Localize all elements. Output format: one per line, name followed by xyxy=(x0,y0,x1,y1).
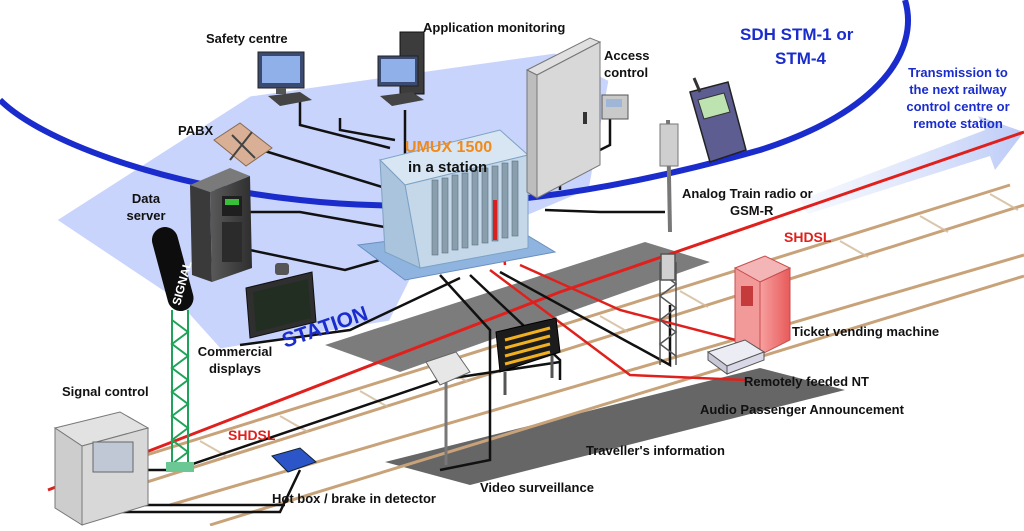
hot-box-label: Hot box / brake in detector xyxy=(272,491,436,506)
video-surveillance-camera xyxy=(425,351,471,465)
audio-announcement-label: Audio Passenger Announcement xyxy=(700,402,905,417)
safety-centre-label: Safety centre xyxy=(206,31,288,46)
transmission-label-line3: control centre or xyxy=(906,99,1009,114)
sdh-label-line2: STM-4 xyxy=(775,49,827,68)
commercial-displays-label-line2: displays xyxy=(209,361,261,376)
signal-control-cabinet xyxy=(53,411,150,526)
shdsl-label-right: SHDSL xyxy=(784,229,832,245)
pabx-label: PABX xyxy=(178,123,213,138)
cabling xyxy=(93,100,672,514)
data-server-rack xyxy=(190,168,252,282)
commercial-display-screen xyxy=(245,263,317,339)
shdsl-label-left: SHDSL xyxy=(228,427,276,443)
radio-tower xyxy=(658,253,678,365)
data-server-label-line1: Data xyxy=(132,191,161,206)
sdh-label-line1: SDH STM-1 or xyxy=(740,25,854,44)
umux-title: UMUX 1500 xyxy=(405,139,492,156)
safety-centre-workstation xyxy=(257,51,312,106)
access-control-label-line2: control xyxy=(604,65,648,80)
platform-lower xyxy=(385,368,845,485)
mobile-phone-icon xyxy=(689,77,747,163)
data-server-label-line2: server xyxy=(126,208,165,223)
analog-radio-label-line2: GSM-R xyxy=(730,203,774,218)
access-control-door xyxy=(525,37,629,199)
signal-control-label: Signal control xyxy=(62,384,149,399)
ticket-vending-machine xyxy=(733,255,792,356)
radio-antenna-mast xyxy=(659,119,679,233)
transmission-label-line4: remote station xyxy=(913,116,1003,131)
ticket-vending-label: Ticket vending machine xyxy=(792,324,939,339)
access-control-label-line1: Access xyxy=(604,48,650,63)
remote-nt-device xyxy=(706,339,766,375)
shdsl-line xyxy=(47,130,1024,492)
transmission-label-line2: the next railway xyxy=(909,82,1007,97)
travellers-info-label: Traveller's information xyxy=(586,443,725,458)
application-monitoring-workstation xyxy=(377,31,425,106)
application-monitoring-label: Application monitoring xyxy=(423,20,565,35)
pabx-device xyxy=(213,122,273,167)
umux-1500-unit xyxy=(356,129,557,281)
traveller-info-board xyxy=(495,317,561,395)
video-surveillance-label: Video surveillance xyxy=(480,480,594,495)
hot-box-detector xyxy=(271,447,317,473)
umux-subtitle: in a station xyxy=(408,159,487,176)
commercial-displays-label-line1: Commercial xyxy=(198,344,272,359)
analog-radio-label-line1: Analog Train radio or xyxy=(682,186,813,201)
transmission-label-line1: Transmission to xyxy=(908,65,1008,80)
remote-nt-label: Remotely feeded NT xyxy=(744,374,869,389)
signal-tower xyxy=(151,227,194,472)
